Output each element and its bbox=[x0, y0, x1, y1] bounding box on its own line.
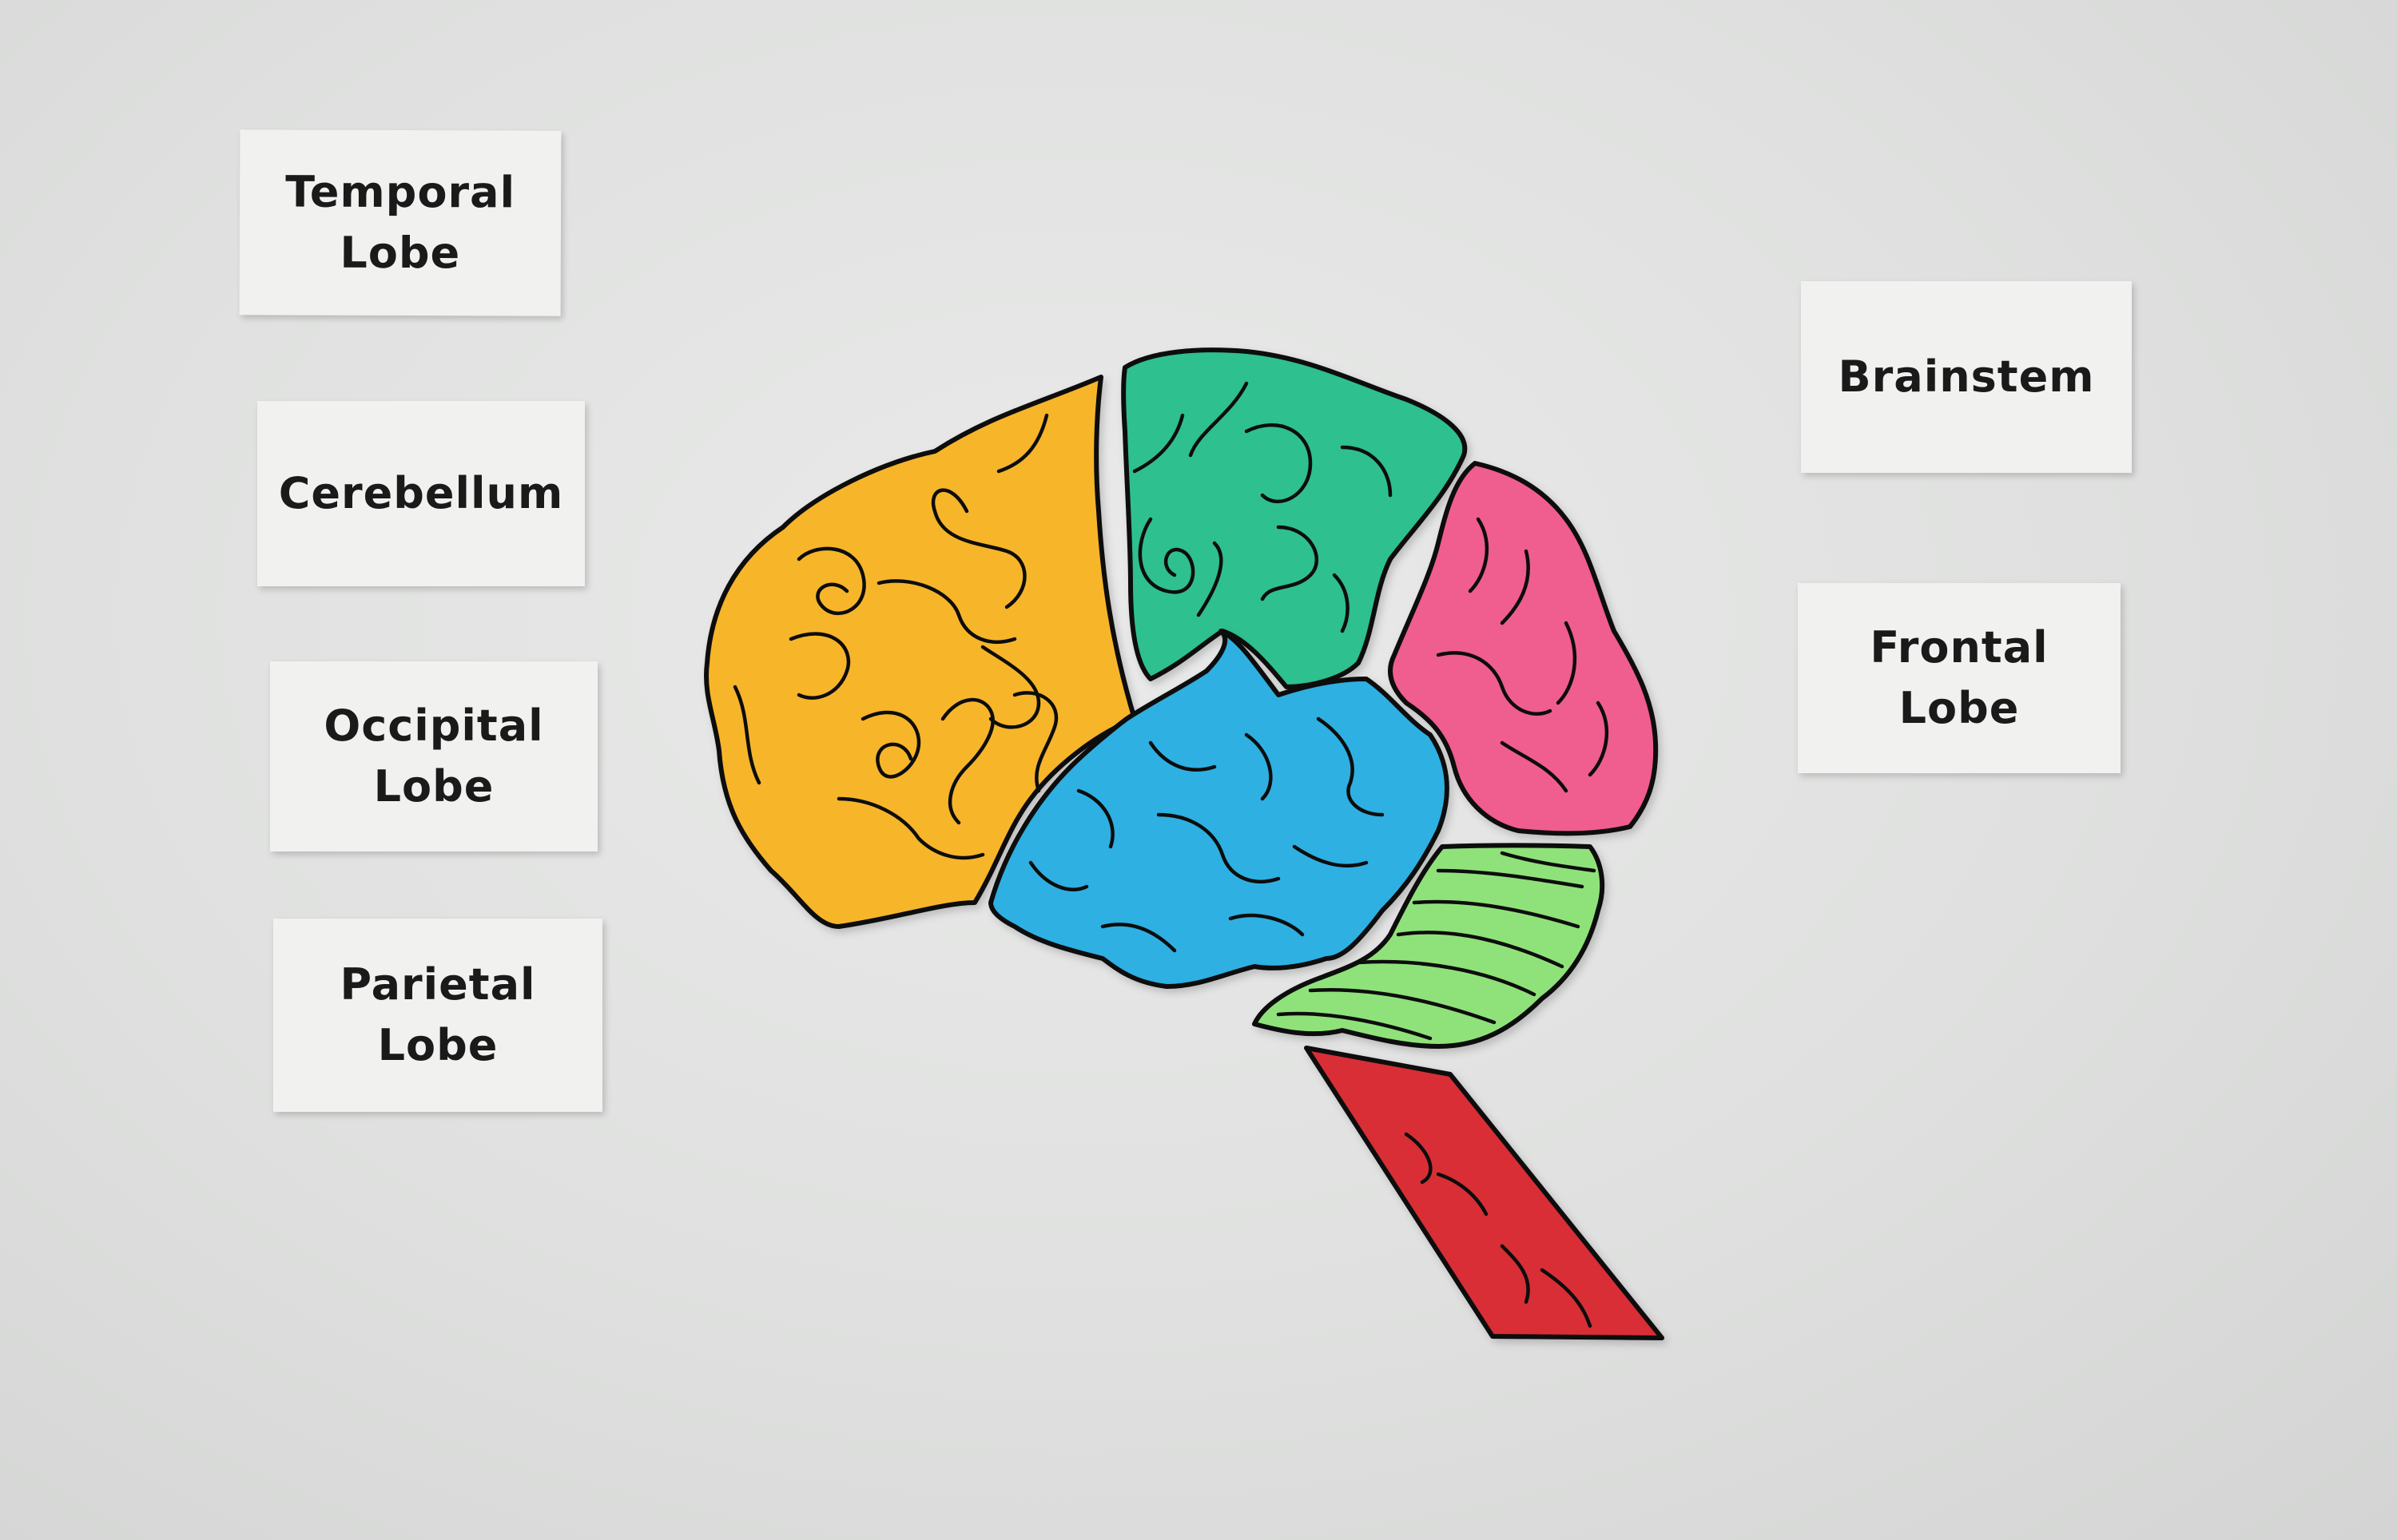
red-fold-1 bbox=[1404, 1132, 1433, 1185]
label-card-occipital-lobe[interactable]: Occipital Lobe bbox=[270, 661, 598, 851]
blue-fold-3 bbox=[1148, 740, 1217, 772]
yellow-fold-11 bbox=[733, 685, 761, 785]
green-piece[interactable] bbox=[1121, 347, 1468, 689]
blue-fold-8 bbox=[1292, 844, 1369, 868]
lg-fold-2 bbox=[1412, 899, 1580, 929]
pink-fold-2 bbox=[1500, 549, 1530, 625]
green-fold-7 bbox=[1340, 445, 1393, 498]
label-text-parietal-lobe: Parietal Lobe bbox=[340, 959, 536, 1070]
yellow-piece-shape bbox=[704, 375, 1137, 929]
pink-fold-5 bbox=[1500, 740, 1568, 793]
yellow-fold-7 bbox=[861, 710, 921, 779]
label-text-cerebellum: Cerebellum bbox=[278, 468, 564, 518]
blue-fold-9 bbox=[1228, 913, 1305, 937]
lg-fold-7 bbox=[1500, 851, 1596, 873]
yellow-fold-8 bbox=[940, 697, 995, 825]
pink-fold-6 bbox=[1588, 701, 1609, 777]
label-card-frontal-lobe[interactable]: Frontal Lobe bbox=[1798, 583, 2121, 773]
blue-fold-1 bbox=[1028, 860, 1089, 891]
red-fold-3 bbox=[1500, 1244, 1530, 1304]
red-piece[interactable] bbox=[1304, 1046, 1664, 1340]
pink-fold-4 bbox=[1556, 621, 1577, 705]
yellow-fold-6 bbox=[980, 645, 1041, 729]
green-fold-3 bbox=[1138, 517, 1195, 594]
yellow-fold-2 bbox=[931, 488, 1027, 609]
green-fold-8 bbox=[1332, 573, 1350, 633]
green-fold-5 bbox=[1244, 423, 1313, 504]
yellow-piece[interactable] bbox=[704, 375, 1137, 929]
label-text-brainstem: Brainstem bbox=[1838, 351, 2095, 402]
lg-fold-1 bbox=[1436, 868, 1584, 889]
pink-fold-1 bbox=[1468, 517, 1489, 593]
lg-fold-5 bbox=[1308, 988, 1497, 1025]
light-green-piece[interactable] bbox=[1252, 843, 1605, 1049]
yellow-fold-4 bbox=[877, 579, 1017, 644]
yellow-fold-10 bbox=[837, 796, 985, 860]
blue-piece-shape bbox=[988, 629, 1449, 989]
green-piece-shape bbox=[1121, 347, 1468, 689]
blue-fold-2 bbox=[1076, 788, 1115, 849]
green-fold-4 bbox=[1196, 541, 1223, 617]
pink-fold-3 bbox=[1436, 651, 1552, 716]
yellow-fold-5 bbox=[789, 632, 851, 700]
label-card-cerebellum[interactable]: Cerebellum bbox=[257, 401, 585, 586]
blue-fold-5 bbox=[1244, 732, 1273, 801]
yellow-fold-3 bbox=[797, 546, 866, 616]
green-fold-1 bbox=[1132, 413, 1185, 474]
pink-piece[interactable] bbox=[1388, 461, 1659, 836]
yellow-fold-1 bbox=[996, 413, 1049, 474]
label-card-brainstem[interactable]: Brainstem bbox=[1801, 281, 2132, 473]
red-piece-shape bbox=[1304, 1046, 1664, 1340]
blue-fold-7 bbox=[1100, 923, 1177, 953]
red-fold-2 bbox=[1436, 1172, 1489, 1217]
blue-fold-4 bbox=[1156, 812, 1281, 883]
blue-fold-6 bbox=[1316, 716, 1385, 817]
yellow-fold-9 bbox=[1012, 691, 1059, 793]
label-text-occipital-lobe: Occipital Lobe bbox=[324, 701, 544, 812]
red-fold-4 bbox=[1540, 1268, 1592, 1328]
label-card-parietal-lobe[interactable]: Parietal Lobe bbox=[273, 919, 602, 1112]
lg-fold-3 bbox=[1396, 931, 1564, 969]
pink-piece-shape bbox=[1388, 461, 1659, 836]
blue-piece[interactable] bbox=[988, 629, 1449, 989]
green-fold-6 bbox=[1260, 525, 1319, 601]
label-text-frontal-lobe: Frontal Lobe bbox=[1870, 622, 2049, 733]
lg-fold-4 bbox=[1356, 959, 1536, 997]
green-fold-2 bbox=[1188, 381, 1249, 458]
lg-fold-6 bbox=[1276, 1011, 1433, 1041]
